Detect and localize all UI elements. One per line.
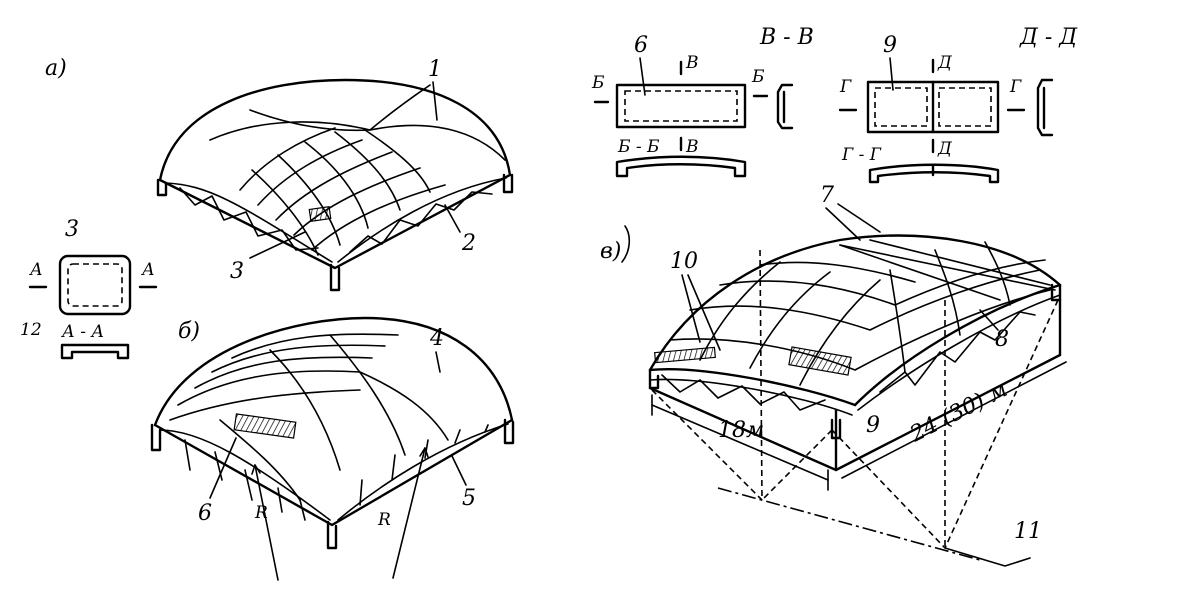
callout-10: 10	[670, 249, 698, 274]
section-g-g-cut: Д	[937, 139, 953, 159]
section-b-b-title: Б - Б	[617, 137, 660, 157]
variant-b-shell: б) R R 4 5 6	[150, 316, 515, 581]
section-v-v-cut-right: Б	[751, 67, 765, 87]
section-d-d-cut-right: Г	[1009, 77, 1022, 97]
radius-label-2: R	[377, 510, 391, 530]
section-g-g-title: Г - Г	[841, 145, 882, 165]
section-v-v-title: В - В	[759, 25, 814, 50]
callout-8: 8	[995, 327, 1009, 352]
radius-label-1: R	[254, 503, 268, 523]
callout-9: 9	[866, 413, 880, 438]
section-d-d-cut-top: Д	[937, 53, 953, 73]
variant-b-letter: б)	[178, 319, 200, 344]
callout-6: 6	[198, 501, 212, 526]
section-a-a: 3 А А 12 А - А	[20, 217, 158, 360]
section-a-a-ref-no: 12	[20, 320, 42, 340]
variant-v-letter: в)	[600, 239, 621, 264]
section-a-a-title: А - А	[61, 322, 104, 342]
section-d-d-cut-left: Г	[839, 77, 852, 97]
section-a-a-cut-left: А	[29, 260, 43, 280]
variant-v-building: в) 18м	[600, 183, 1067, 567]
callout-11: 11	[1014, 519, 1042, 544]
section-d-d-panel-no: 9	[883, 33, 897, 58]
section-d-d-title: Д - Д	[1019, 25, 1078, 50]
callout-5: 5	[462, 486, 476, 511]
variant-a-shell: а) 1 2 3	[45, 56, 514, 292]
section-a-a-cut-right: А	[141, 260, 155, 280]
span-18m-label: 18м	[718, 418, 764, 443]
section-v-v-panel-no: 6	[634, 33, 648, 58]
variant-a-letter: а)	[45, 56, 67, 81]
section-v-v-cut-left: Б	[591, 73, 605, 93]
callout-3: 3	[230, 259, 244, 284]
section-v-v-cut-top: В	[685, 53, 699, 73]
section-v-v: В - В 6 В Б Б Б - Б В	[591, 25, 814, 178]
section-d-d: Д - Д 9 Д Г Г Г - Г Д	[838, 25, 1078, 184]
callout-1: 1	[428, 57, 442, 82]
callout-7: 7	[820, 183, 834, 208]
section-a-a-panel-no: 3	[65, 217, 79, 242]
callout-4: 4	[429, 326, 444, 351]
callout-2: 2	[461, 231, 476, 256]
section-b-b-cut: В	[685, 137, 699, 157]
